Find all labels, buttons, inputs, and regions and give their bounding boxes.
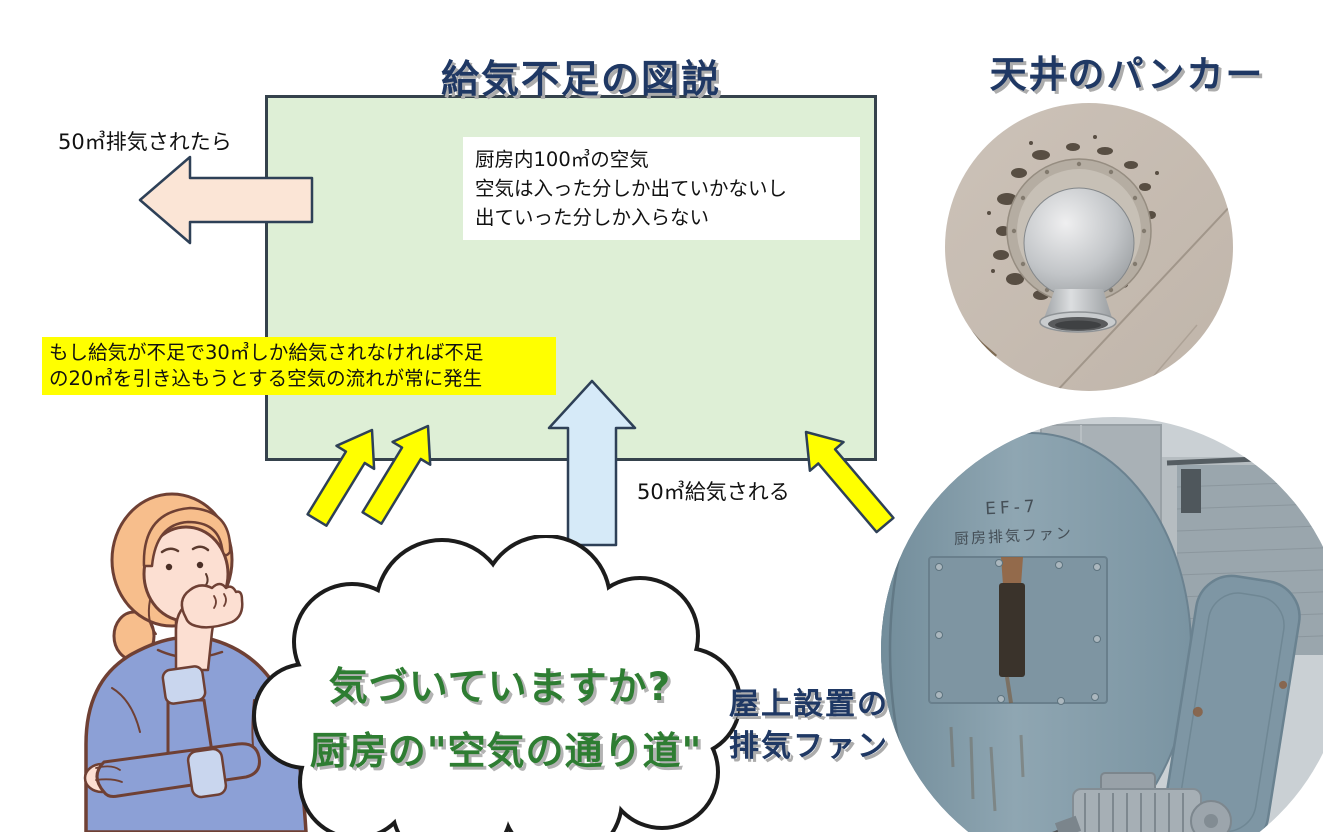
room-air-note-line1: 厨房内100㎥の空気 <box>475 148 649 171</box>
rooftop-photo-caption: 屋上設置の 排気ファン <box>701 684 917 768</box>
ceiling-photo-scene <box>945 103 1233 391</box>
room-air-note: 厨房内100㎥の空気 空気は入った分しか出ていかないし 出ていった分しか入らない <box>463 137 860 240</box>
ceiling-pancake-photo <box>945 103 1233 391</box>
grime-ring <box>987 135 1159 305</box>
ceiling-photo-caption: 天井のパンカー <box>989 53 1265 96</box>
sweater-fold-1 <box>111 687 141 733</box>
supply-arrow-label: 50㎥給気される <box>637 480 790 504</box>
exhaust-arrow-label: 50㎥排気されたら <box>58 130 232 154</box>
rooftop-fan-photo: EF-7 厨房排気ファン <box>881 417 1323 832</box>
hair-fringe <box>142 506 232 568</box>
motor <box>1054 772 1232 832</box>
hand-on-chin <box>180 582 244 629</box>
fan-stencil-line1: EF-7 <box>985 497 1039 520</box>
room-air-note-line2: 空気は入った分しか出ていかないし <box>475 177 788 200</box>
ceiling-seam-1 <box>1055 202 1233 391</box>
bubble-airpath-line: 厨房の"空気の通り道" <box>309 729 703 773</box>
rust-streaks <box>949 726 1025 812</box>
louver-dome <box>1023 187 1135 299</box>
room-air-note-line3: 出ていった分しか入らない <box>475 206 710 229</box>
warning-line1: もし給気が不足で30㎥しか給気されなければ不足 <box>49 341 484 364</box>
finger-lines <box>213 593 227 609</box>
diagram-title: 給気不足の図説 <box>440 57 721 101</box>
cuff-raised-arm <box>161 665 207 705</box>
rooftop-photo-scene: EF-7 厨房排気ファン <box>881 417 1323 832</box>
eyes <box>165 561 204 571</box>
warning-line2: の20㎥を引き込もうとする空気の流れが常に発生 <box>49 367 483 390</box>
eyebrows <box>160 545 210 554</box>
supply-shortage-warning: もし給気が不足で30㎥しか給気されなければ不足 の20㎥を引き込もうとする空気の… <box>42 337 556 395</box>
cloud-fill <box>256 538 738 832</box>
rooftop-caption-line2: 排気ファン <box>729 729 889 764</box>
access-panel <box>928 556 1108 705</box>
hair-strand <box>147 599 157 635</box>
louver-opening-inner <box>1055 320 1101 330</box>
thought-cloud <box>252 535 742 832</box>
crossed-finger-lines <box>95 765 123 783</box>
cuff-crossed-arm <box>186 747 228 799</box>
thinking-person-illustration <box>83 492 308 832</box>
rooftop-caption-line1: 屋上設置の <box>729 687 889 722</box>
bubble-question-line: 気づいていますか? <box>328 665 672 710</box>
belt-guard <box>1163 574 1301 832</box>
